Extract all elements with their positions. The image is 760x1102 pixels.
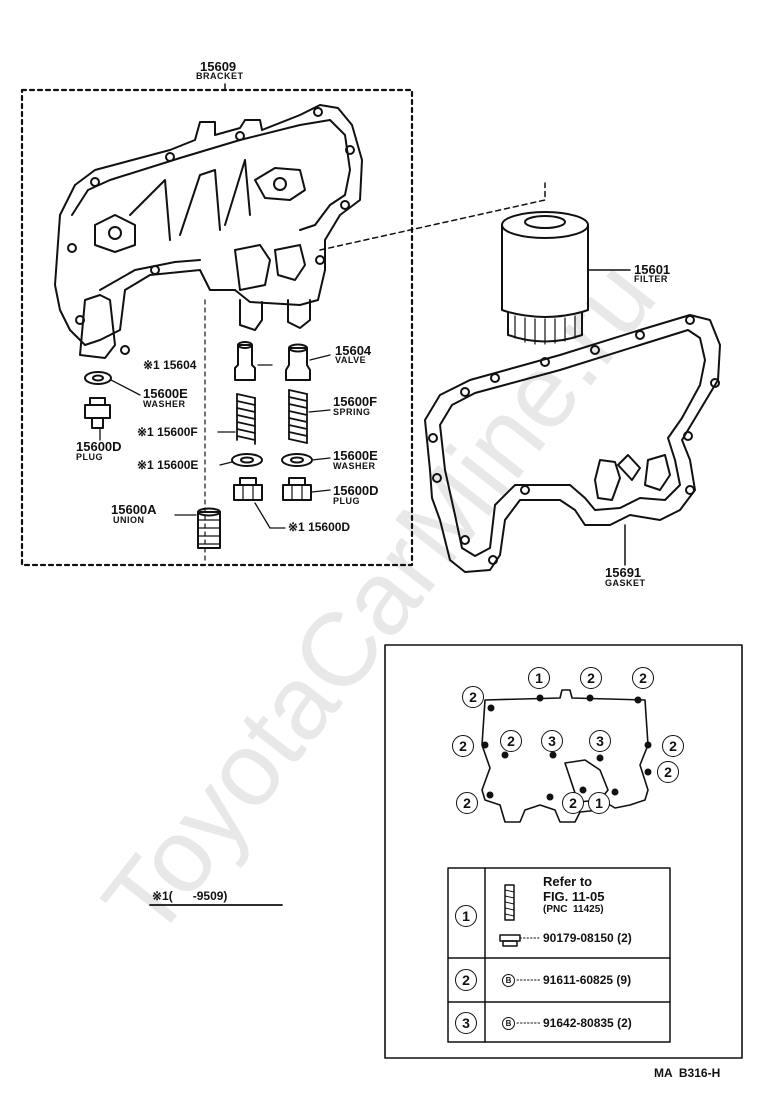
inset-callout: 2 (452, 735, 474, 757)
inset-bolt-dots (481, 694, 652, 801)
inset-callout: 2 (662, 735, 684, 757)
note-text: ※1( -9509) (152, 889, 228, 903)
table-fig-ref: FIG. 11-05 (543, 889, 605, 904)
bracket-drawing (54, 104, 363, 359)
gasket-drawing (424, 314, 721, 573)
valve-part-name: VALVE (335, 355, 367, 365)
inset-callout: 2 (462, 686, 484, 708)
filter-part-number: 15601 (634, 262, 671, 277)
inset-callout: 2 (580, 667, 602, 689)
table-key-1: 1 (455, 905, 477, 927)
inset-box (384, 644, 743, 1059)
inset-callout: 3 (589, 730, 611, 752)
bracket-part-number: 15609 (200, 59, 237, 74)
washer-left-drawing (84, 371, 112, 385)
spring-part-number: 15600F (333, 394, 378, 409)
inset-callout: 2 (657, 761, 679, 783)
spring-right-drawing (288, 389, 308, 444)
valve-alt-part-number: ※1 15604 (143, 358, 197, 372)
inset-callout: 1 (588, 792, 610, 814)
inset-callout: 2 (562, 792, 584, 814)
washer-alt-part-number: ※1 15600E (137, 458, 199, 472)
inset-callout: 2 (632, 667, 654, 689)
plug-left-part-name: PLUG (76, 452, 104, 462)
valve-right-drawing (285, 343, 311, 381)
plug-left-part-number: 15600D (76, 439, 122, 454)
filter-part-name: FILTER (634, 274, 668, 284)
bolt-mark-icon: B (502, 1017, 515, 1030)
spring-alt-part-number: ※1 15600F (137, 425, 198, 439)
washer-mid-right-drawing (281, 453, 313, 467)
union-drawing (197, 507, 221, 549)
plug-mid-left-drawing (233, 477, 263, 501)
inset-callout: 2 (500, 730, 522, 752)
table-pnc-ref: (PNC 11425) (543, 904, 604, 915)
table-key-3: 3 (455, 1012, 477, 1034)
washer-left-part-number: 15600E (143, 386, 188, 401)
table-refer-text: Refer to (543, 874, 593, 889)
bracket-part-name: BRACKET (196, 71, 244, 81)
valve-part-number: 15604 (335, 343, 372, 358)
valve-left-drawing (234, 341, 256, 381)
table-part-3: 91642-80835 (2) (543, 1016, 632, 1030)
footer-code: MA B316-H (654, 1066, 721, 1080)
table-key-2: 2 (455, 969, 477, 991)
filter-leader (319, 182, 546, 251)
washer-part-number: 15600E (333, 448, 378, 463)
bracket-group-box (20, 88, 414, 567)
washer-part-name: WASHER (333, 461, 376, 471)
washer-left-part-name: WASHER (143, 399, 186, 409)
plug-alt-part-number: ※1 15600D (288, 520, 351, 534)
inset-table-lines (447, 867, 671, 1043)
flange-nut-icon (499, 934, 521, 947)
inset-callout: 1 (528, 667, 550, 689)
inset-callout: 2 (456, 792, 478, 814)
stud-bolt-icon (504, 884, 515, 921)
plug-part-name: PLUG (333, 496, 361, 506)
filter-drawing (501, 211, 589, 345)
union-part-number: 15600A (111, 502, 157, 517)
plug-mid-right-drawing (282, 477, 312, 501)
bolt-mark-icon: B (502, 974, 515, 987)
union-part-name: UNION (113, 515, 145, 525)
plug-part-number: 15600D (333, 483, 379, 498)
gasket-part-number: 15691 (605, 565, 642, 580)
inset-callout: 3 (541, 730, 563, 752)
table-part-2: 91611-60825 (9) (543, 973, 632, 987)
spring-part-name: SPRING (333, 407, 371, 417)
gasket-part-name: GASKET (605, 578, 646, 588)
plug-left-drawing (84, 397, 111, 429)
table-part-1: 90179-08150 (2) (543, 931, 632, 945)
washer-mid-left-drawing (231, 453, 263, 467)
spring-left-drawing (236, 393, 256, 445)
